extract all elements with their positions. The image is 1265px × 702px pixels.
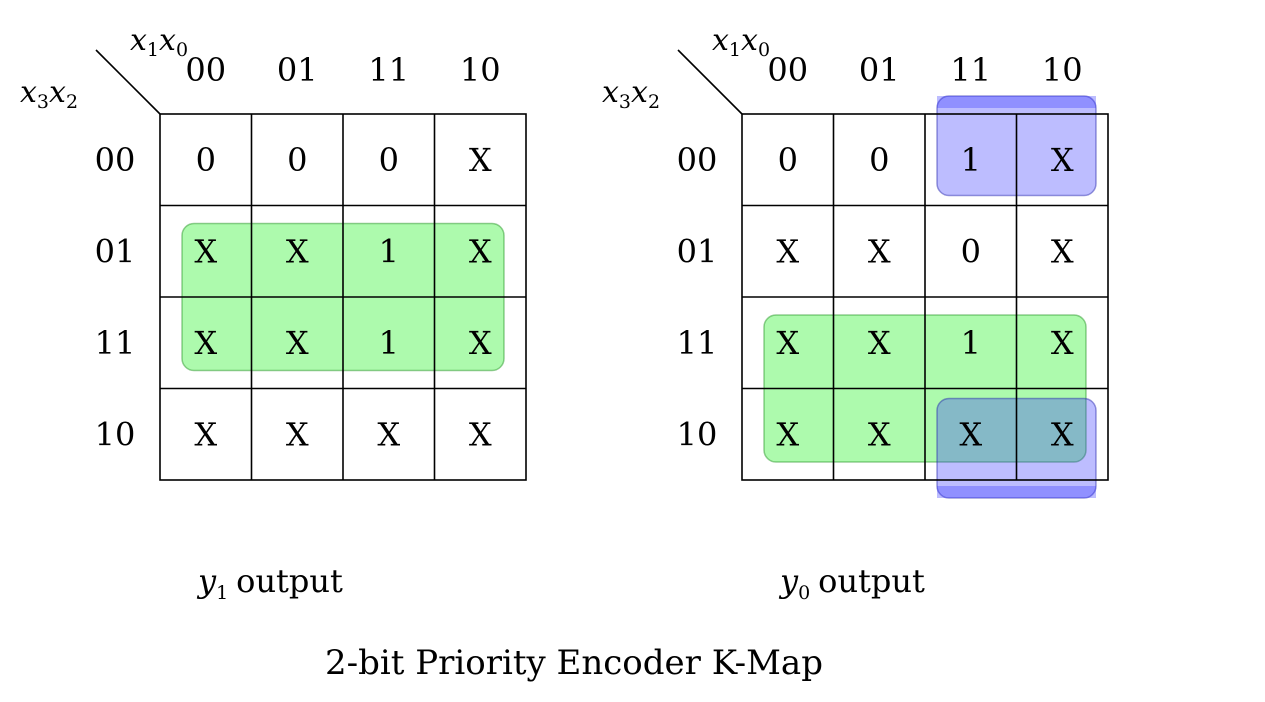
kmap-y0-corner-diagonal xyxy=(677,49,743,115)
kmap-y1-cell: X xyxy=(469,141,492,179)
kmap-y1-cell: 0 xyxy=(287,141,307,179)
kmap-y0-cell: X xyxy=(1051,324,1074,362)
kmap-y0-row-label: 11 xyxy=(677,324,718,362)
kmap-y0-row-label: 00 xyxy=(677,141,718,179)
kmap-y1-row-label: 00 xyxy=(95,141,136,179)
kmap-y1-cell: X xyxy=(286,416,309,454)
kmap-y0-cell: X xyxy=(776,233,799,271)
kmap-y0-col-label: 00 xyxy=(767,51,808,89)
kmap-y0-cell: X xyxy=(776,324,799,362)
group-loop-edge-blue xyxy=(937,96,1096,108)
kmap-y0-cell: 0 xyxy=(961,233,981,271)
kmap-y1-row-var: x3x2 xyxy=(20,75,78,113)
kmap-y0-cell: 1 xyxy=(961,324,981,362)
kmap-y1-cell: X xyxy=(194,416,217,454)
kmap-y0-cell: X xyxy=(868,324,891,362)
kmap-y0-col-var: x1x0 xyxy=(712,23,770,61)
kmap-y1-row-label: 10 xyxy=(95,416,136,454)
kmap-y0-cell: X xyxy=(868,416,891,454)
kmap-y0-cell: X xyxy=(1051,416,1074,454)
kmap-y1-cell: X xyxy=(286,324,309,362)
kmap-y0: x1x0 x3x2 00 01 11 10 00 01 11 10 0 0 1 … xyxy=(602,23,1109,604)
kmap-y1-row-label: 01 xyxy=(95,233,136,271)
kmap-y1-cell: 1 xyxy=(379,324,399,362)
kmap-y0-row-var: x3x2 xyxy=(602,75,660,113)
kmap-y1-col-var: x1x0 xyxy=(130,23,188,61)
kmap-y0-col-label: 01 xyxy=(859,51,900,89)
kmap-y1-corner-diagonal xyxy=(95,49,161,115)
kmap-y0-cell: 1 xyxy=(961,141,981,179)
kmap-y1-cell: X xyxy=(469,233,492,271)
kmap-y0-cell: X xyxy=(868,233,891,271)
kmap-y1-col-label: 11 xyxy=(368,51,409,89)
kmap-y0-cell: X xyxy=(1051,141,1074,179)
kmap-y0-row-label: 10 xyxy=(677,416,718,454)
kmap-y0-cell: 0 xyxy=(869,141,889,179)
kmap-y1-grid xyxy=(159,113,527,481)
kmap-y1: x1x0 x3x2 00 01 11 10 00 01 11 10 0 0 0 … xyxy=(20,23,527,604)
kmap-y0-cell: X xyxy=(776,416,799,454)
kmap-y1-cell: 1 xyxy=(379,233,399,271)
kmap-y1-cell: X xyxy=(469,324,492,362)
kmap-y0-cell: X xyxy=(1051,233,1074,271)
figure-title: 2-bit Priority Encoder K-Map xyxy=(325,643,823,683)
kmap-y1-col-label: 00 xyxy=(185,51,226,89)
kmap-y1-col-label: 10 xyxy=(460,51,501,89)
kmap-y1-cell: X xyxy=(194,324,217,362)
kmap-y1-row-label: 11 xyxy=(95,324,136,362)
kmap-y0-cell: 0 xyxy=(778,141,798,179)
kmap-y1-cell: X xyxy=(194,233,217,271)
kmap-y0-col-label: 11 xyxy=(950,51,991,89)
kmap-y0-row-label: 01 xyxy=(677,233,718,271)
group-loop-edge-blue xyxy=(937,486,1096,498)
kmap-y0-cell: X xyxy=(959,416,982,454)
kmap-y1-cell: X xyxy=(469,416,492,454)
kmap-y1-cell: 0 xyxy=(379,141,399,179)
kmap-y1-col-label: 01 xyxy=(277,51,318,89)
kmap-y1-cell: X xyxy=(377,416,400,454)
kmap-y1-cell: X xyxy=(286,233,309,271)
kmap-y0-col-label: 10 xyxy=(1042,51,1083,89)
kmap-y0-grid xyxy=(741,113,1109,481)
kmap-y1-cell: 0 xyxy=(196,141,216,179)
